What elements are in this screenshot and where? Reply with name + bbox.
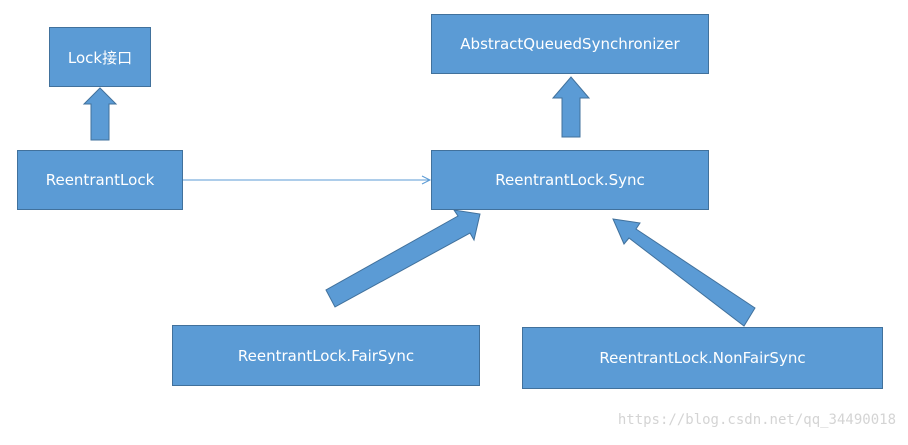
node-lock-interface: Lock接口	[49, 27, 151, 87]
watermark-text: https://blog.csdn.net/qq_34490018	[617, 412, 896, 428]
node-reentrant-lock-sync: ReentrantLock.Sync	[431, 150, 709, 210]
arrow-nonfairsync-to-sync	[612, 218, 756, 327]
node-aqs-label: AbstractQueuedSynchronizer	[460, 35, 680, 53]
node-reentrant-lock-nonfair-sync: ReentrantLock.NonFairSync	[522, 327, 883, 389]
arrow-reentrantlock-to-lock-interface	[82, 87, 118, 141]
node-nonfair-sync-label: ReentrantLock.NonFairSync	[599, 349, 806, 367]
arrow-sync-to-aqs	[551, 76, 591, 138]
node-reentrant-lock-fair-sync: ReentrantLock.FairSync	[172, 325, 480, 386]
node-reentrant-lock: ReentrantLock	[17, 150, 183, 210]
node-reentrant-lock-label: ReentrantLock	[45, 171, 155, 189]
node-lock-interface-label: Lock接口	[67, 48, 133, 67]
node-sync-label: ReentrantLock.Sync	[495, 171, 645, 189]
node-abstract-queued-synchronizer: AbstractQueuedSynchronizer	[431, 14, 709, 74]
arrow-fairsync-to-sync	[325, 209, 481, 308]
node-fair-sync-label: ReentrantLock.FairSync	[237, 346, 415, 365]
arrow-reentrantlock-to-sync	[183, 175, 432, 185]
